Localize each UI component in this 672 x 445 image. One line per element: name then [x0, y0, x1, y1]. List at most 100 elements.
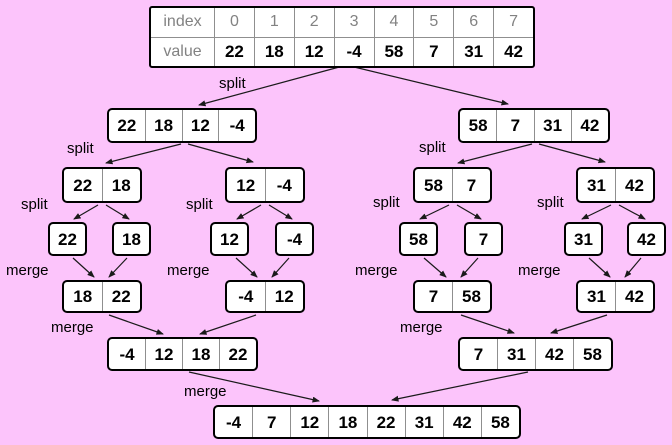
merge-label: merge: [400, 319, 443, 336]
array-cell: -4: [218, 110, 255, 141]
index-cell: 3: [333, 8, 374, 37]
arrow: [72, 257, 95, 278]
array-cell: 58: [480, 407, 519, 437]
array-cell: -4: [286, 229, 303, 249]
array-node-single-58: 58: [399, 222, 438, 256]
array-cell: 31: [574, 229, 593, 249]
array-cell: 22: [117, 116, 137, 135]
array-cell: 31: [533, 110, 571, 141]
array-cell: 12: [290, 407, 328, 437]
arrow: [624, 257, 642, 278]
arrow: [268, 204, 293, 220]
array-cell: 18: [122, 229, 141, 249]
array-cell: 58: [424, 175, 443, 195]
array-cell: 22: [101, 282, 141, 311]
array-cell: 42: [615, 282, 653, 311]
value-cell: 22: [224, 42, 244, 62]
index-cell: 7: [493, 8, 533, 37]
arrow: [271, 257, 290, 278]
array-cell: 58: [573, 339, 611, 369]
arrow: [187, 143, 254, 164]
array-node-single-7: 7: [464, 222, 503, 256]
merge-label: merge: [167, 262, 210, 279]
array-cell: 12: [264, 282, 304, 311]
row-label-index: index: [151, 8, 215, 37]
arrow: [235, 257, 258, 278]
row-label-value: value: [151, 37, 215, 66]
arrow: [423, 257, 447, 278]
array-cell: 42: [535, 339, 573, 369]
arrow: [581, 204, 612, 220]
value-cell: -4: [333, 37, 374, 66]
arrow: [108, 314, 164, 335]
merge-label: merge: [184, 383, 227, 400]
array-cell: -4: [238, 287, 254, 306]
value-cell: 18: [253, 37, 294, 66]
array-cell: 7: [252, 407, 290, 437]
merge-label: merge: [355, 262, 398, 279]
arrow: [460, 257, 479, 278]
split-label: split: [186, 196, 213, 213]
split-label: split: [373, 194, 400, 211]
arrow: [391, 371, 529, 402]
arrow: [105, 143, 182, 165]
index-cell: 1: [253, 8, 294, 37]
array-cell: 31: [587, 175, 606, 195]
array-cell: 22: [73, 175, 93, 195]
array-cell: 12: [181, 110, 219, 141]
array-cell: 22: [58, 229, 77, 249]
index-cell: 2: [293, 8, 334, 37]
array-cell: 22: [219, 339, 256, 369]
arrow: [73, 204, 99, 220]
arrow: [588, 257, 611, 278]
array-cell: 31: [404, 407, 443, 437]
split-label: split: [67, 140, 94, 157]
arrow: [419, 204, 450, 220]
array-cell: 7: [496, 110, 533, 141]
arrow: [349, 65, 509, 106]
array-cell: 42: [570, 110, 608, 141]
arrow: [550, 314, 608, 334]
array-cell: -4: [119, 344, 135, 364]
merge-label: merge: [51, 319, 94, 336]
array-cell: 42: [442, 407, 481, 437]
index-cell: 4: [373, 8, 414, 37]
array-cell: 12: [145, 339, 182, 369]
arrow: [456, 204, 482, 220]
array-cell: 7: [478, 229, 489, 249]
index-cell: 5: [413, 8, 453, 37]
value-cell: 12: [293, 37, 334, 66]
arrow: [618, 204, 646, 220]
array-node-left-pair-2: 12 -4: [225, 167, 305, 203]
split-label: split: [419, 139, 446, 156]
array-cell: 58: [468, 116, 488, 135]
array-cell: 18: [182, 339, 219, 369]
array-node-single-18: 18: [112, 222, 151, 256]
array-node-single-neg4: -4: [275, 222, 314, 256]
array-cell: 31: [587, 287, 606, 306]
array-node-merged-31-42: 31 42: [576, 280, 655, 313]
array-node-single-22: 22: [48, 222, 87, 256]
array-cell: 12: [236, 175, 256, 195]
array-node-merged-neg4-12: -4 12: [225, 280, 305, 313]
array-cell: 31: [497, 339, 535, 369]
array-cell: 58: [409, 229, 428, 249]
index-cell: 6: [453, 8, 493, 37]
array-cell: 7: [452, 169, 490, 201]
index-cell: 0: [229, 13, 239, 31]
array-cell: -4: [264, 169, 304, 201]
split-label: split: [219, 75, 246, 92]
arrow: [199, 314, 257, 335]
array-cell: 12: [220, 229, 239, 249]
merge-label: merge: [6, 262, 49, 279]
